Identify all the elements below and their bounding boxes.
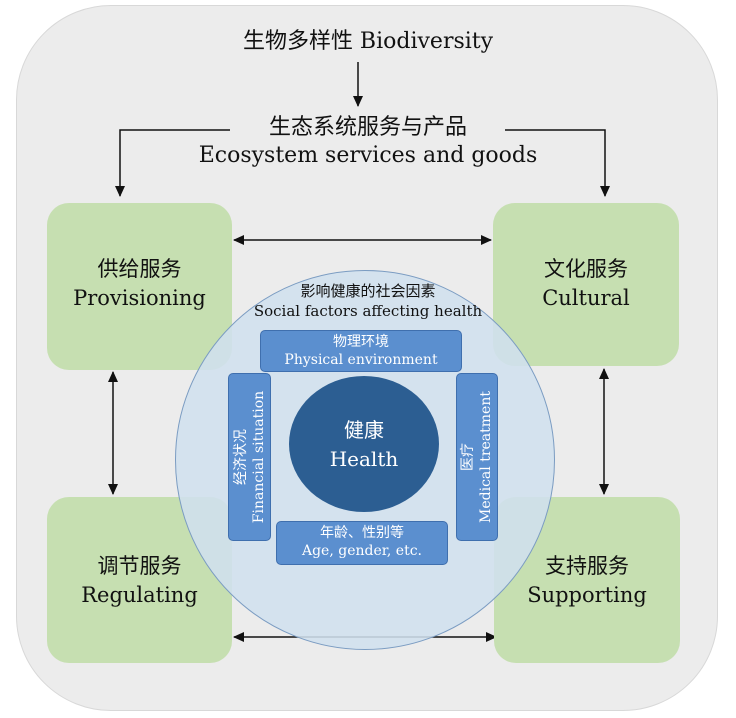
health-core-circle: 健康 Health — [289, 376, 439, 512]
health-label-en: Health — [329, 447, 399, 471]
financial-situation-tile: 经济状况 Financial situation — [228, 373, 271, 541]
cultural-label-en: Cultural — [542, 286, 630, 311]
arrow-ecosystem-to-cultural — [505, 129, 610, 197]
physical-label-en: Physical environment — [284, 352, 438, 369]
social-factors-title: 影响健康的社会因素 Social factors affecting healt… — [218, 281, 518, 322]
medical-label-zh: 医疗 — [459, 443, 476, 471]
supporting-label-en: Supporting — [527, 583, 647, 608]
ecosystem-title-en: Ecosystem services and goods — [198, 142, 538, 168]
regulating-label-zh: 调节服务 — [97, 554, 182, 578]
provisioning-label-en: Provisioning — [73, 286, 206, 311]
age-label-zh: 年龄、性别等 — [320, 525, 404, 541]
supporting-label-zh: 支持服务 — [545, 554, 629, 578]
age-label-en: Age, gender, etc. — [301, 543, 423, 560]
medical-treatment-tile: 医疗 Medical treatment — [456, 373, 498, 541]
financial-label-en: Financial situation — [250, 390, 267, 524]
medical-label-en: Medical treatment — [478, 391, 494, 523]
social-factors-en: Social factors affecting health — [253, 302, 483, 321]
health-label-zh: 健康 — [344, 418, 384, 442]
financial-label-zh: 经济状况 — [232, 429, 249, 485]
ecosystem-services-title: 生态系统服务与产品 Ecosystem services and goods — [118, 114, 618, 169]
age-gender-tile: 年龄、性别等 Age, gender, etc. — [276, 521, 448, 565]
regulating-label-en: Regulating — [81, 583, 198, 608]
cultural-label-zh: 文化服务 — [544, 257, 628, 281]
provisioning-box: 供给服务 Provisioning — [47, 203, 232, 370]
social-factors-zh: 影响健康的社会因素 — [300, 282, 436, 300]
arrow-ecosystem-to-provisioning — [115, 129, 230, 197]
cultural-box: 文化服务 Cultural — [493, 203, 679, 366]
physical-environment-tile: 物理环境 Physical environment — [260, 330, 462, 372]
provisioning-label-zh: 供给服务 — [97, 257, 182, 281]
biodiversity-title: 生物多样性 Biodiversity — [242, 29, 494, 54]
ecosystem-title-zh: 生态系统服务与产品 — [268, 115, 467, 140]
physical-label-zh: 物理环境 — [333, 334, 389, 350]
